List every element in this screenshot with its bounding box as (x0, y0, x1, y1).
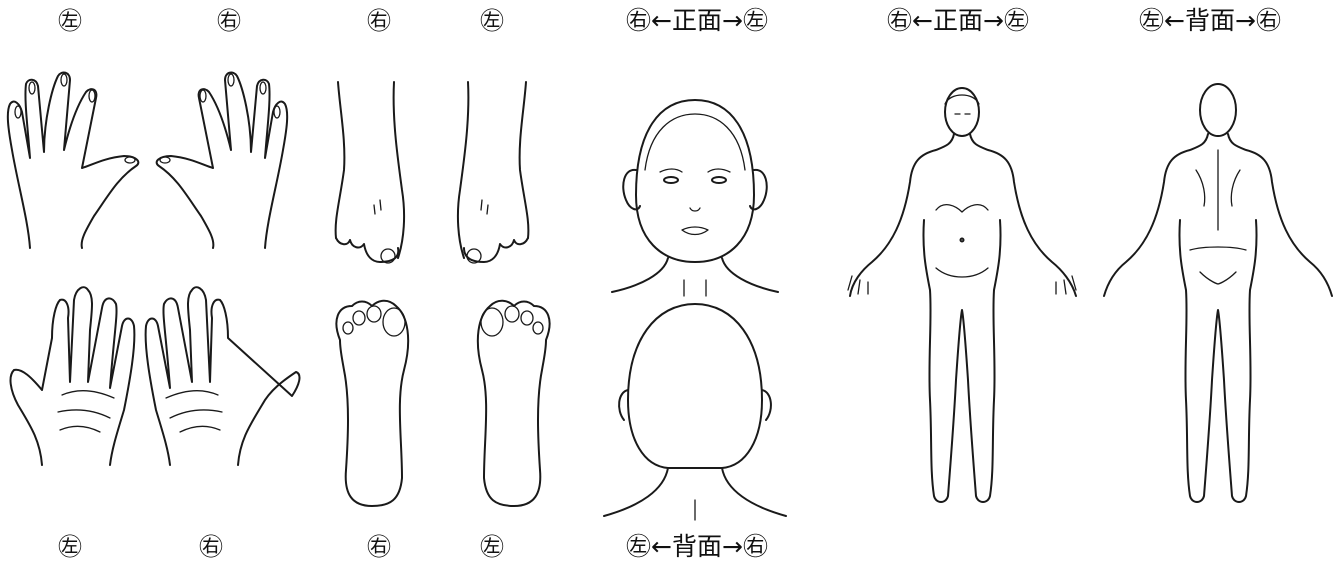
left-palm-illustration (11, 287, 135, 465)
body-front-illustration (848, 88, 1076, 502)
body-back-illustration (1104, 84, 1332, 502)
left-foot-top-illustration (458, 82, 528, 263)
left-hand-back-illustration (8, 73, 139, 248)
right-sole-illustration (336, 301, 408, 506)
left-sole-illustration (478, 301, 550, 506)
right-foot-top-illustration (336, 82, 404, 263)
right-palm-illustration (146, 287, 300, 465)
right-hand-back-illustration (157, 73, 288, 248)
head-front-illustration (612, 100, 778, 296)
head-back-illustration (604, 304, 786, 520)
